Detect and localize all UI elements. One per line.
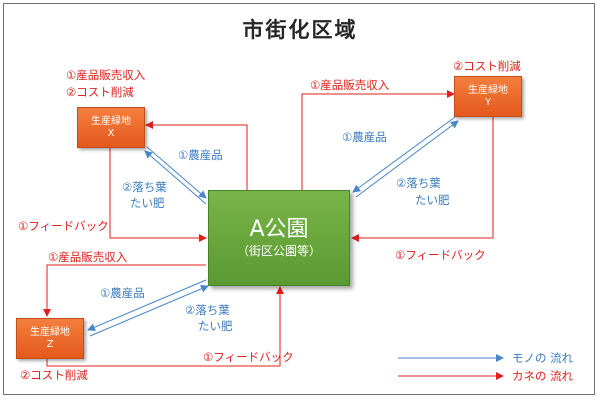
legend-goods-label: モノの 流れ bbox=[512, 351, 574, 365]
arrow-sales-to-y bbox=[301, 90, 455, 190]
x-sales-label: ①産品販売収入 bbox=[66, 68, 146, 82]
y-cost-label: ②コスト削減 bbox=[453, 59, 521, 73]
arrow-sales-to-z bbox=[43, 264, 206, 317]
arrow-produce-y bbox=[352, 116, 456, 193]
diagram-frame bbox=[3, 3, 595, 395]
farm-z-box: 生産緑地 Z bbox=[16, 318, 84, 359]
x-produce-label: ①農産品 bbox=[178, 148, 223, 162]
arrow-produce-x bbox=[146, 146, 207, 199]
farm-x-id: X bbox=[107, 127, 115, 139]
y-feedback-label: ①フィードバック bbox=[395, 248, 486, 262]
arrow-sales-to-x bbox=[145, 121, 248, 190]
legend-money-label: カネの 流れ bbox=[512, 369, 574, 383]
y-compost-label: たい肥 bbox=[415, 193, 450, 207]
arrow-produce-z bbox=[87, 279, 207, 331]
y-sales-label: ①産品販売収入 bbox=[310, 78, 390, 92]
park-name: A公園 bbox=[249, 217, 309, 242]
arrow-leaves-z bbox=[89, 285, 209, 337]
z-cost-label: ②コスト削減 bbox=[20, 368, 88, 382]
x-leaves-label: ②落ち葉 bbox=[122, 180, 167, 194]
x-compost-label: たい肥 bbox=[130, 196, 165, 210]
z-compost-label: たい肥 bbox=[198, 319, 233, 333]
farm-y-id: Y bbox=[484, 96, 492, 108]
x-feedback-label: ①フィードバック bbox=[18, 219, 109, 233]
x-cost-label: ②コスト削減 bbox=[66, 85, 134, 99]
arrow-feedback-y bbox=[351, 117, 494, 242]
arrow-leaves-y bbox=[355, 120, 459, 198]
arrow-feedback-x bbox=[109, 148, 207, 242]
farm-z-name: 生産緑地 bbox=[30, 326, 70, 338]
z-leaves-label: ②落ち葉 bbox=[185, 303, 230, 317]
farm-x-name: 生産緑地 bbox=[91, 115, 131, 127]
farm-x-box: 生産緑地 X bbox=[77, 107, 145, 148]
park-subtitle: （街区公園等） bbox=[236, 244, 321, 258]
arrow-leaves-x bbox=[144, 150, 207, 205]
diagram-title: 市街化区域 bbox=[242, 18, 358, 42]
y-leaves-label: ②落ち葉 bbox=[396, 176, 441, 190]
z-produce-label: ①農産品 bbox=[100, 286, 145, 300]
y-produce-label: ①農産品 bbox=[342, 130, 387, 144]
z-feedback-label: ①フィードバック bbox=[203, 350, 294, 364]
farm-z-id: Z bbox=[46, 338, 54, 350]
park-box: A公園 （街区公園等） bbox=[208, 190, 350, 286]
farm-y-box: 生産緑地 Y bbox=[454, 76, 522, 117]
z-sales-label: ①産品販売収入 bbox=[48, 250, 128, 264]
farm-y-name: 生産緑地 bbox=[468, 84, 508, 96]
